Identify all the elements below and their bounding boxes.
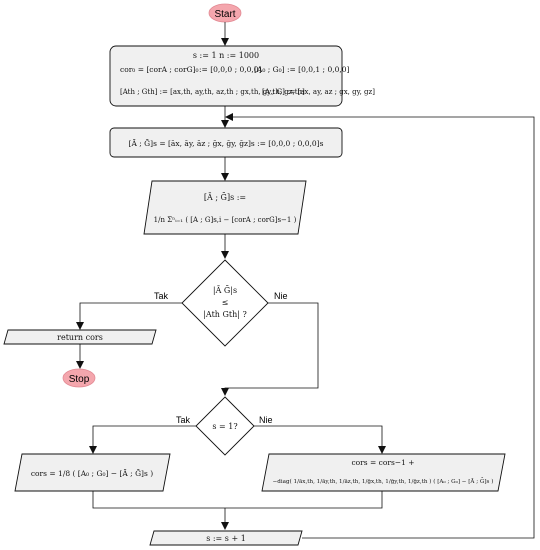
init-row3-left: [Ath ; Gth] := [ax,th, ay,th, az,th ; gx… xyxy=(120,88,305,96)
init-row3-right: [A ; G] := [ax, ay, az ; gx, gy, gz] xyxy=(262,88,375,96)
stop-terminal xyxy=(62,368,96,388)
first-iteration-decision xyxy=(195,396,255,456)
arrow-decision1-no xyxy=(221,302,319,396)
decision2-yes-label: Tak xyxy=(176,415,191,425)
increment-box xyxy=(149,530,303,546)
decision2-no-label: Nie xyxy=(259,415,273,425)
arrow-decision1-yes xyxy=(76,302,182,330)
arrow-loop-back xyxy=(225,113,535,539)
decision2-text: s = 1? xyxy=(212,422,237,431)
threshold-decision xyxy=(181,259,269,347)
mean-init-text: [Ā ; Ḡ]s = [āx, āy, āz ; ḡx, ḡy, ḡz]s :=… xyxy=(129,139,324,148)
init-row2-mid: := [0,0,0 ; 0,0,0] xyxy=(199,65,262,74)
cor-update-line1: cors = cors−1 + xyxy=(351,458,414,467)
return-text: return cors xyxy=(57,333,103,342)
arrow-cor-first-merge xyxy=(92,491,225,509)
decision1-yes-label: Tak xyxy=(154,291,169,301)
mean-update-box xyxy=(143,180,307,235)
mean-update-line1: [Ā ; Ḡ]s := xyxy=(204,193,246,202)
stop-label: Stop xyxy=(69,374,90,385)
decision1-line1: |Ā Ḡ|s xyxy=(213,286,237,295)
init-box xyxy=(109,45,343,107)
init-row2-left: cor₀ = [corA ; corG]₀ xyxy=(120,65,199,74)
init-row1: s := 1 n := 1000 xyxy=(193,51,259,60)
decision1-line3: |Ath Gth| ? xyxy=(203,310,247,319)
mean-update-line2: 1/n Σⁿᵢ₌₁ ( [A ; G]s,i − [corA ; corG]s−… xyxy=(154,216,297,224)
cor-first-box xyxy=(14,453,171,492)
init-row2-right: [A₀ ; G₀] := [0,0,1 ; 0,0,0] xyxy=(254,65,350,74)
arrow-decision2-yes xyxy=(89,425,196,454)
decision1-no-label: Nie xyxy=(274,291,288,301)
cor-first-text: cors = 1/8 ( [A₀ ; G₀] − [Ā ; Ḡ]s ) xyxy=(31,469,153,478)
mean-init-box xyxy=(109,127,343,158)
cor-update-box xyxy=(261,453,506,492)
arrow-decision2-no xyxy=(254,425,386,454)
start-label: Start xyxy=(214,9,235,20)
return-box xyxy=(3,329,157,345)
cor-update-line2: −diag( 1/āx,th, 1/āy,th, 1/āz,th, 1/ḡx,t… xyxy=(273,477,494,485)
decision1-line2: ≤ xyxy=(222,298,229,307)
arrow-cor-update-merge xyxy=(225,491,383,509)
increment-text: s := s + 1 xyxy=(206,534,246,543)
